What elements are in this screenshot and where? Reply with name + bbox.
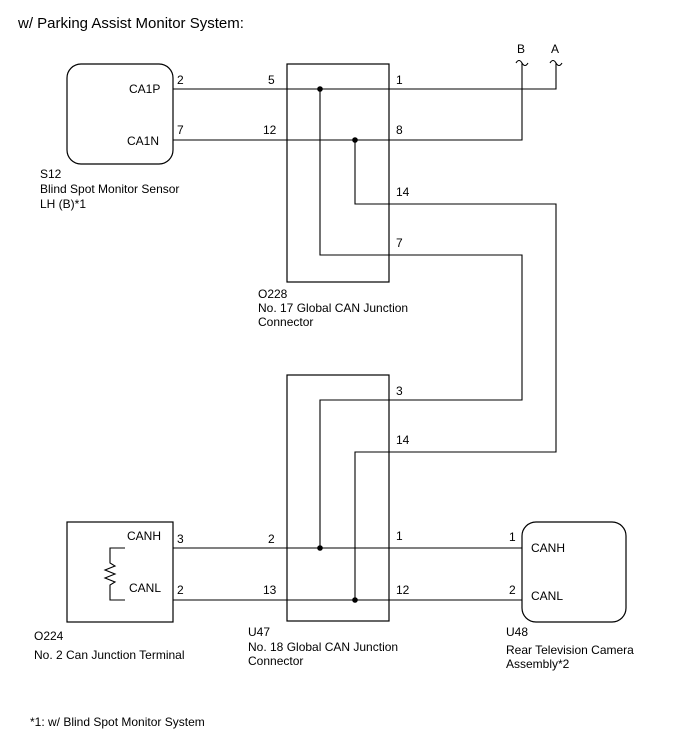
u47-pin-12: 12 bbox=[396, 583, 410, 597]
o228-pin-5: 5 bbox=[268, 73, 275, 87]
o228-junction-box bbox=[286, 63, 390, 283]
s12-pin-num-7: 7 bbox=[177, 123, 184, 137]
o228-pin-14: 14 bbox=[396, 185, 410, 199]
u48-name-line1: Rear Television Camera bbox=[506, 643, 634, 657]
o224-terminal-box bbox=[66, 521, 174, 623]
wire-canh-bus bbox=[319, 89, 523, 548]
s12-pin-ca1p: CA1P bbox=[129, 82, 160, 96]
u47-pin-1: 1 bbox=[396, 529, 403, 543]
diagram-title: w/ Parking Assist Monitor System: bbox=[17, 15, 244, 32]
u48-pin-num-1: 1 bbox=[509, 530, 516, 544]
o228-pin-8: 8 bbox=[396, 123, 403, 137]
s12-pin-num-2: 2 bbox=[177, 73, 184, 87]
s12-code: S12 bbox=[40, 167, 62, 181]
splice-dot bbox=[317, 545, 323, 551]
u47-name-line1: No. 18 Global CAN Junction bbox=[248, 640, 398, 654]
wire-canl-bus bbox=[354, 140, 557, 600]
s12-pin-ca1n: CA1N bbox=[127, 134, 159, 148]
o224-pin-num-2: 2 bbox=[177, 583, 184, 597]
o224-name: No. 2 Can Junction Terminal bbox=[34, 648, 185, 662]
s12-sensor-box bbox=[66, 63, 174, 165]
u47-pin-2: 2 bbox=[268, 532, 275, 546]
u47-code: U47 bbox=[248, 625, 270, 639]
o224-code: O224 bbox=[34, 629, 64, 643]
u47-name-line2: Connector bbox=[248, 654, 303, 668]
terminal-a-label: A bbox=[551, 42, 559, 56]
o228-name-line1: No. 17 Global CAN Junction bbox=[258, 301, 408, 315]
s12-name-line1: Blind Spot Monitor Sensor bbox=[40, 182, 179, 196]
u48-pin-canl: CANL bbox=[531, 589, 563, 603]
o228-pin-1: 1 bbox=[396, 73, 403, 87]
terminating-resistor bbox=[103, 547, 125, 601]
o228-name-line2: Connector bbox=[258, 315, 313, 329]
splice-dot bbox=[352, 137, 358, 143]
u47-pin-13: 13 bbox=[263, 583, 277, 597]
u47-junction-box bbox=[286, 374, 390, 622]
o228-code: O228 bbox=[258, 287, 288, 301]
terminal-b-end bbox=[515, 59, 529, 67]
footnote: *1: w/ Blind Spot Monitor System bbox=[30, 715, 205, 729]
o224-pin-num-3: 3 bbox=[177, 532, 184, 546]
u48-camera-box bbox=[521, 521, 627, 623]
s12-name-line2: LH (B)*1 bbox=[40, 197, 86, 211]
o224-pin-canh: CANH bbox=[127, 529, 161, 543]
wire-ca1p-to-a bbox=[173, 63, 557, 90]
splice-dot bbox=[352, 597, 358, 603]
terminal-b-label: B bbox=[517, 42, 525, 56]
wire-ca1n-to-b bbox=[173, 63, 523, 141]
o224-pin-canl: CANL bbox=[129, 581, 161, 595]
o228-pin-7: 7 bbox=[396, 236, 403, 250]
u47-pin-14: 14 bbox=[396, 433, 410, 447]
terminal-a-end bbox=[549, 59, 563, 67]
u48-name-line2: Assembly*2 bbox=[506, 657, 570, 671]
splice-dot bbox=[317, 86, 323, 92]
u48-code: U48 bbox=[506, 625, 528, 639]
u48-pin-num-2: 2 bbox=[509, 583, 516, 597]
u47-pin-3: 3 bbox=[396, 384, 403, 398]
o228-pin-12: 12 bbox=[263, 123, 277, 137]
u48-pin-canh: CANH bbox=[531, 541, 565, 555]
